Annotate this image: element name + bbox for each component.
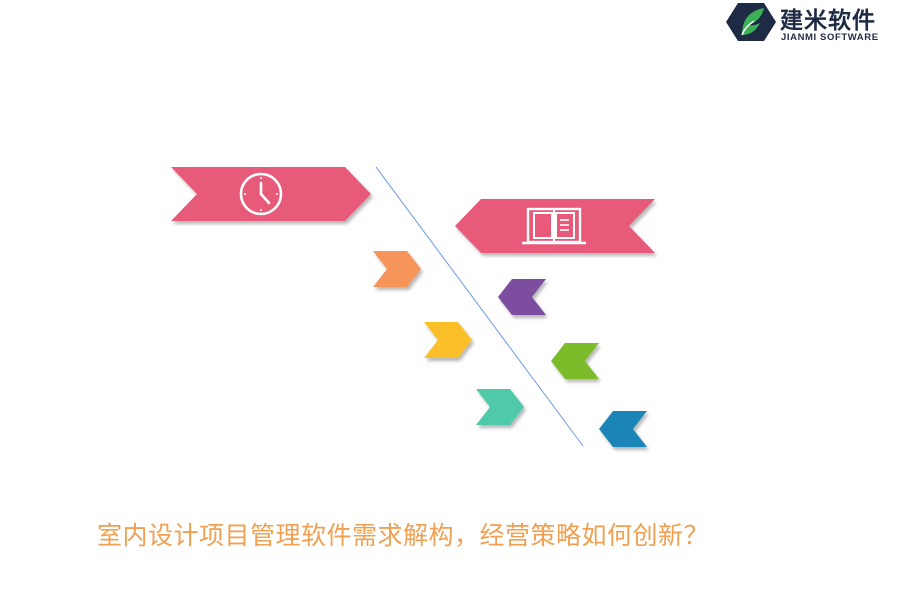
brand-logo: 建米软件 JIANMI SOFTWARE [724,0,900,46]
jianmi-logo-icon [726,3,776,41]
book-icon [522,207,586,245]
left-chevron-3 [476,389,524,425]
clock-icon [239,172,283,216]
right-chevron-1 [498,279,546,315]
right-chevron-2 [551,343,599,379]
right-chevron-3 [599,411,647,447]
fishbone-spine [375,166,584,447]
left-chevron-2 [424,322,472,358]
brand-name-en: JIANMI SOFTWARE [781,32,879,43]
clock-banner [171,167,371,221]
brand-name-cn: 建米软件 [780,8,876,34]
caption-title: 室内设计项目管理软件需求解构，经营策略如何创新？ [97,521,710,550]
left-chevron-1 [373,251,421,287]
